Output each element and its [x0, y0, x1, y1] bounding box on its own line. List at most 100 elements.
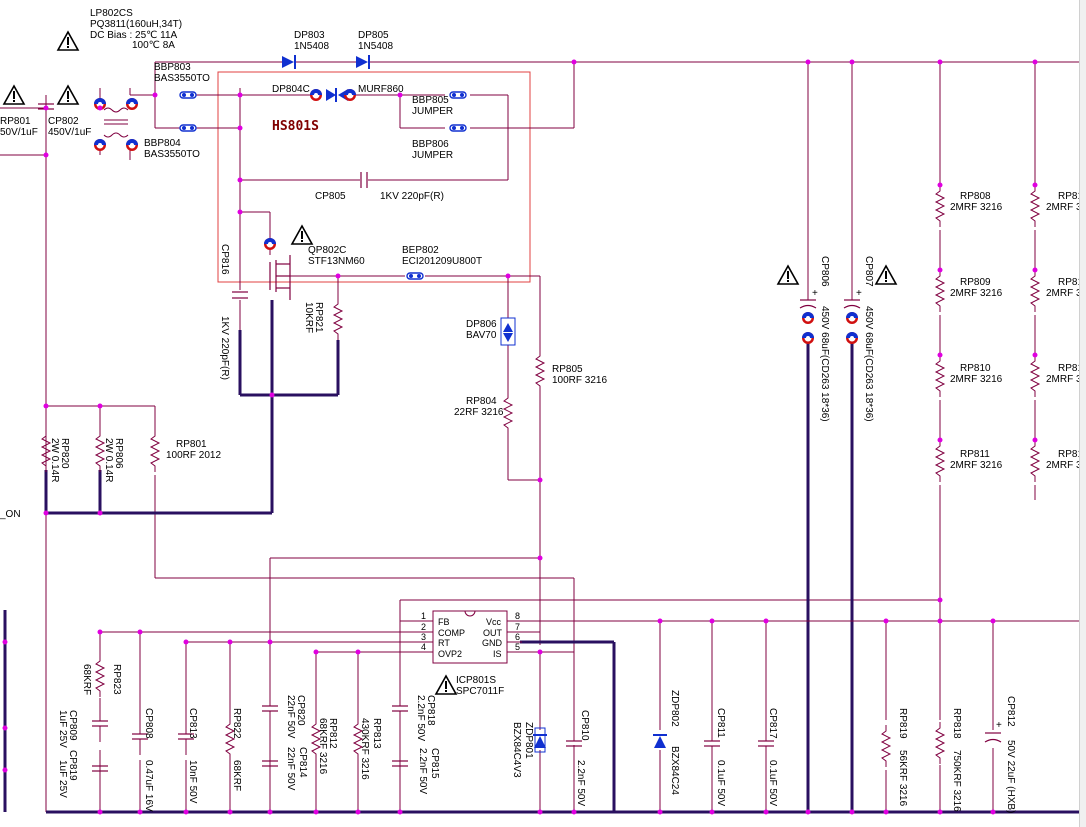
label-cp802: CP802: [48, 116, 79, 127]
label-bbp806: BBP806: [412, 139, 449, 150]
label-cp813: CP813: [187, 708, 198, 739]
zener-zdp801: [533, 727, 547, 753]
label-cp817: CP817: [767, 708, 778, 739]
label-rp801: RP801: [176, 439, 207, 450]
label-cp816-val: 1KV 220pF(R): [219, 316, 230, 380]
label-rp810-val: 2MRF 3216: [950, 374, 1003, 385]
plus-sign: +: [812, 288, 818, 299]
warning-icon: [3, 85, 25, 105]
resistor-rp816: [1030, 354, 1040, 398]
label-cp818: CP818: [425, 695, 436, 726]
label-cp812-val: 50V 22uF (HXB): [1005, 740, 1016, 813]
label-cp808: CP808: [143, 708, 154, 739]
label-pq3811: PQ3811(160uH,34T): [90, 19, 182, 30]
label-qp802c-val: STF13NM60: [308, 256, 365, 267]
label-rp810: RP810: [960, 363, 991, 374]
label-rp816: RP816: [1058, 363, 1086, 374]
label-rp808-val: 2MRF 3216: [950, 202, 1003, 213]
label-bep802-val: ECI201209U800T: [402, 256, 482, 267]
resistor-rp810: [935, 354, 945, 398]
label-cp802-val: 450V/1uF: [48, 127, 91, 138]
zener-zdp802: [653, 734, 667, 748]
ic-pin-5: 5: [515, 642, 520, 652]
resistor-rp808: [935, 184, 945, 228]
label-rp805: RP805: [552, 364, 583, 375]
label-dp803-val: 1N5408: [294, 41, 329, 52]
label-cp807: CP807: [863, 256, 874, 287]
resistor-rp811: [935, 439, 945, 483]
probe-icon: [846, 312, 858, 324]
ic-icp801s-body: [432, 610, 508, 664]
label-cp819-val: 1uF 25V: [57, 760, 68, 798]
capacitor-cp818: [391, 689, 409, 728]
label-rp815-val: 2MRF 32: [1046, 288, 1086, 299]
probe-icon: [264, 238, 276, 250]
label-cp815: CP815: [429, 748, 440, 779]
ic-label-rt: RT: [438, 638, 450, 648]
capacitor-cp809: [91, 704, 109, 743]
label-rp819-val: 56KRF 3216: [897, 750, 908, 807]
label-rp820: RP820: [59, 438, 70, 469]
label-rp801-left: RP801: [0, 116, 31, 127]
ic-label-comp: COMP: [438, 628, 465, 638]
bead-bep802: [406, 272, 424, 280]
label-cp807-val: 450V 68uF(CD263 18*36): [863, 306, 874, 422]
label-rp823: RP823: [111, 664, 122, 695]
label-bbp805: BBP805: [412, 95, 449, 106]
label-on: _ON: [0, 509, 21, 520]
label-rp818: RP818: [951, 708, 962, 739]
probe-icon: [802, 312, 814, 324]
resistor-rp819: [881, 724, 891, 768]
label-rp819: RP819: [897, 708, 908, 739]
label-dp806-val: BAV70: [466, 330, 497, 341]
diode-dp806: [500, 317, 516, 346]
label-rp801-val: 100RF 2012: [166, 450, 221, 461]
resistor-rp804: [503, 391, 513, 435]
resistor-rp809: [935, 269, 945, 313]
ic-pin-7: 7: [515, 622, 520, 632]
probe-icon: [310, 89, 322, 101]
ic-label-is: IS: [493, 649, 502, 659]
label-cp814-val: 22nF 50V: [285, 747, 296, 791]
resistor-rp815: [1030, 269, 1040, 313]
label-cp819: CP819: [67, 750, 78, 781]
label-cp808-val: 0.47uF 16V: [143, 760, 154, 812]
label-rp804-val: 22RF 3216: [454, 407, 504, 418]
label-cp811-val: 0.1uF 50V: [715, 760, 726, 806]
bus-lines: [3, 300, 1080, 814]
resistor-rp821: [333, 297, 343, 341]
label-rp820-val: 2W 0.14R: [49, 438, 60, 482]
label-rp823-val: 68KRF: [81, 664, 92, 695]
label-cp815-val: 2.2nF 50V: [417, 748, 428, 794]
probe-icon: [846, 332, 858, 344]
ic-label-out: OUT: [483, 628, 503, 638]
plus-sign: +: [856, 288, 862, 299]
jumper-pad-bbp806: [449, 124, 467, 132]
label-dp805: DP805: [358, 30, 389, 41]
label-rp812-val: 68KRF 3216: [317, 718, 328, 775]
ic-pin-4: 4: [421, 642, 426, 652]
warning-icon: [435, 675, 457, 695]
probe-icon: [802, 332, 814, 344]
label-rp822-val: 68KRF: [231, 760, 242, 791]
label-qp802c: QP802C: [308, 245, 346, 256]
warning-icon: [777, 265, 799, 285]
label-zdp801-val: BZX84C4V3: [511, 722, 522, 778]
capacitor-cp812: [984, 732, 1002, 743]
probe-icon: [126, 98, 138, 110]
ic-pin-3: 3: [421, 632, 426, 642]
ic-label-ovp2: OVP2: [438, 649, 462, 659]
label-zdp802-val: BZX84C24: [669, 746, 680, 795]
label-ic-part: SPC7011F: [456, 686, 504, 697]
ic-pin-8: 8: [515, 611, 520, 621]
label-cp806: CP806: [819, 256, 830, 287]
warning-icon: [57, 85, 79, 105]
ic-label-gnd: GND: [482, 638, 503, 648]
label-bbp804: BBP804: [144, 138, 181, 149]
ic-pin-2: 2: [421, 622, 426, 632]
label-rp809: RP809: [960, 277, 991, 288]
vertical-scrollbar[interactable]: [1079, 0, 1086, 827]
label-rp815: RP815: [1058, 277, 1086, 288]
resistor-rp823: [95, 654, 105, 698]
